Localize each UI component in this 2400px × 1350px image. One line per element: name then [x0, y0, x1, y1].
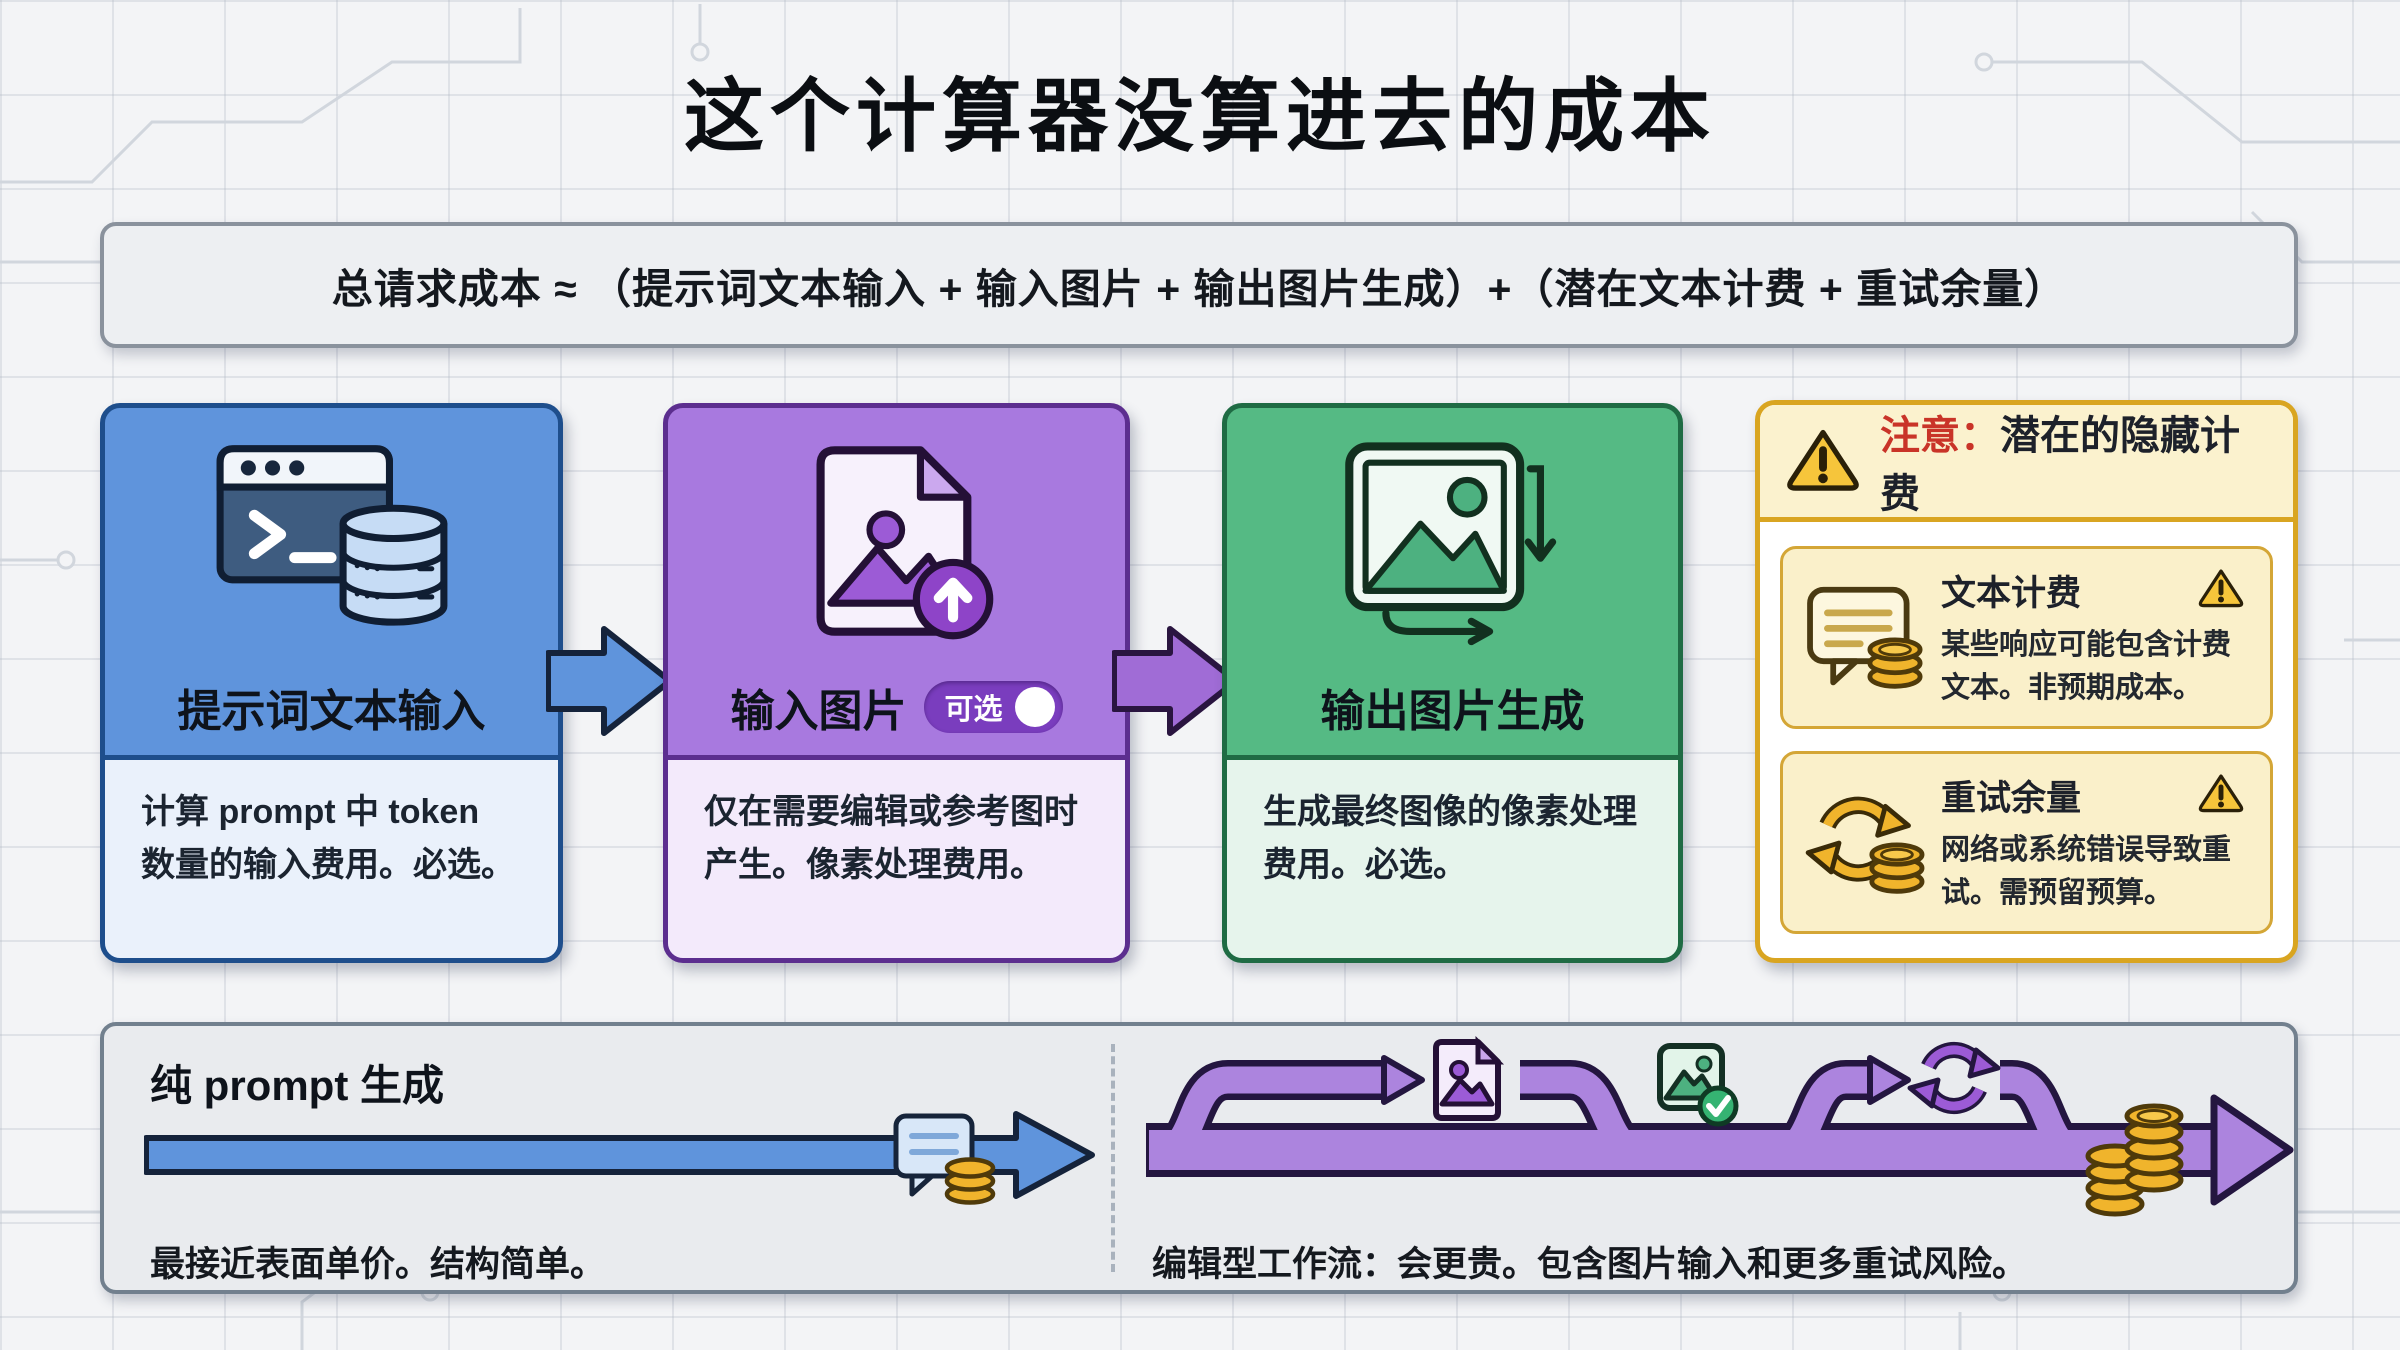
card-input-image: 输入图片 可选 仅在需要编辑或参考图时产生。像素处理费用。	[663, 403, 1130, 963]
warning-item-title: 重试余量	[1941, 778, 2082, 818]
simple-flow-arrow	[144, 1111, 1095, 1205]
card-prompt-desc: 计算 prompt 中 token 数量的输入费用。必选。	[105, 755, 558, 958]
warning-item-desc: 网络或系统错误导致重试。需预留预算。	[1941, 833, 2232, 910]
edit-flow-arrowhead	[2210, 1094, 2294, 1206]
image-check-mini-icon	[1657, 1043, 1739, 1127]
simple-flow-caption: 最接近表面单价。结构简单。	[150, 1245, 606, 1284]
terminal-database-icon	[206, 436, 458, 649]
coin-stack	[2085, 1143, 2145, 1217]
card-input-image-title: 输入图片	[730, 687, 907, 736]
image-upload-icon	[790, 436, 1004, 653]
hidden-costs-header: 注意：潜在的隐藏计费	[1760, 405, 2293, 522]
workflow-divider	[1111, 1044, 1115, 1272]
optional-toggle-label: 可选	[944, 694, 1003, 726]
card-output-image: 输出图片生成 生成最终图像的像素处理费用。必选。	[1222, 403, 1683, 963]
small-warning-triangle-icon	[2198, 567, 2244, 613]
cost-formula-text: 总请求成本 ≈ （提示词文本输入 + 输入图片 + 输出图片生成）+（潜在文本计…	[331, 266, 2067, 312]
warning-item-retry-margin: 重试余量 网络或系统错误导致重试。需预留预算。	[1780, 751, 2273, 934]
warning-triangle-icon	[1786, 426, 1860, 497]
retry-coins-icon	[1801, 787, 1933, 899]
retry-mini-icon	[1907, 1042, 2001, 1114]
card-output-image-title: 输出图片生成	[1320, 687, 1585, 736]
edit-flow-caption: 编辑型工作流：会更贵。包含图片输入和更多重试风险。	[1152, 1245, 2028, 1284]
cost-formula-bar: 总请求成本 ≈ （提示词文本输入 + 输入图片 + 输出图片生成）+（潜在文本计…	[100, 222, 2298, 348]
warning-item-text-billing: 文本计费 某些响应可能包含计费文本。非预期成本。	[1780, 546, 2273, 729]
card-prompt-text-input: 提示词文本输入 计算 prompt 中 token 数量的输入费用。必选。	[100, 403, 563, 963]
card-output-image-top: 输出图片生成	[1227, 408, 1678, 755]
chat-coin-marker	[893, 1113, 996, 1205]
warning-prefix: 注意：	[1880, 414, 2000, 458]
branch-arrowhead	[1381, 1055, 1425, 1105]
card-input-image-desc: 仅在需要编辑或参考图时产生。像素处理费用。	[668, 755, 1125, 958]
arrow-blue-right	[546, 626, 673, 736]
image-output-icon	[1331, 436, 1575, 655]
simple-flow-title: 纯 prompt 生成	[150, 1062, 444, 1109]
card-prompt-top: 提示词文本输入	[105, 408, 558, 755]
chat-coins-icon	[1801, 582, 1933, 694]
branch-arrowhead	[1867, 1055, 1911, 1105]
hidden-costs-body: 文本计费 某些响应可能包含计费文本。非预期成本。	[1760, 522, 2293, 958]
optional-toggle-knob	[1014, 687, 1055, 727]
card-input-image-top: 输入图片 可选	[668, 408, 1125, 755]
page-title: 这个计算器没算进去的成本	[684, 72, 1716, 161]
card-prompt-title: 提示词文本输入	[177, 687, 486, 736]
warning-title: 潜在的隐藏计费	[1880, 414, 2240, 516]
warning-item-desc: 某些响应可能包含计费文本。非预期成本。	[1941, 628, 2232, 705]
image-doc-mini-icon	[1433, 1035, 1505, 1121]
small-warning-triangle-icon	[2198, 772, 2244, 818]
optional-toggle[interactable]: 可选	[924, 681, 1063, 733]
card-output-image-desc: 生成最终图像的像素处理费用。必选。	[1227, 755, 1678, 958]
workflow-comparison-panel: 纯 prompt 生成 最接近表面单价。结构简单。	[100, 1022, 2298, 1294]
warning-item-title: 文本计费	[1941, 573, 2082, 613]
hidden-costs-panel: 注意：潜在的隐藏计费	[1755, 400, 2298, 963]
edit-flow-diagram	[1146, 1035, 2294, 1217]
arrow-purple-right	[1112, 626, 1239, 736]
